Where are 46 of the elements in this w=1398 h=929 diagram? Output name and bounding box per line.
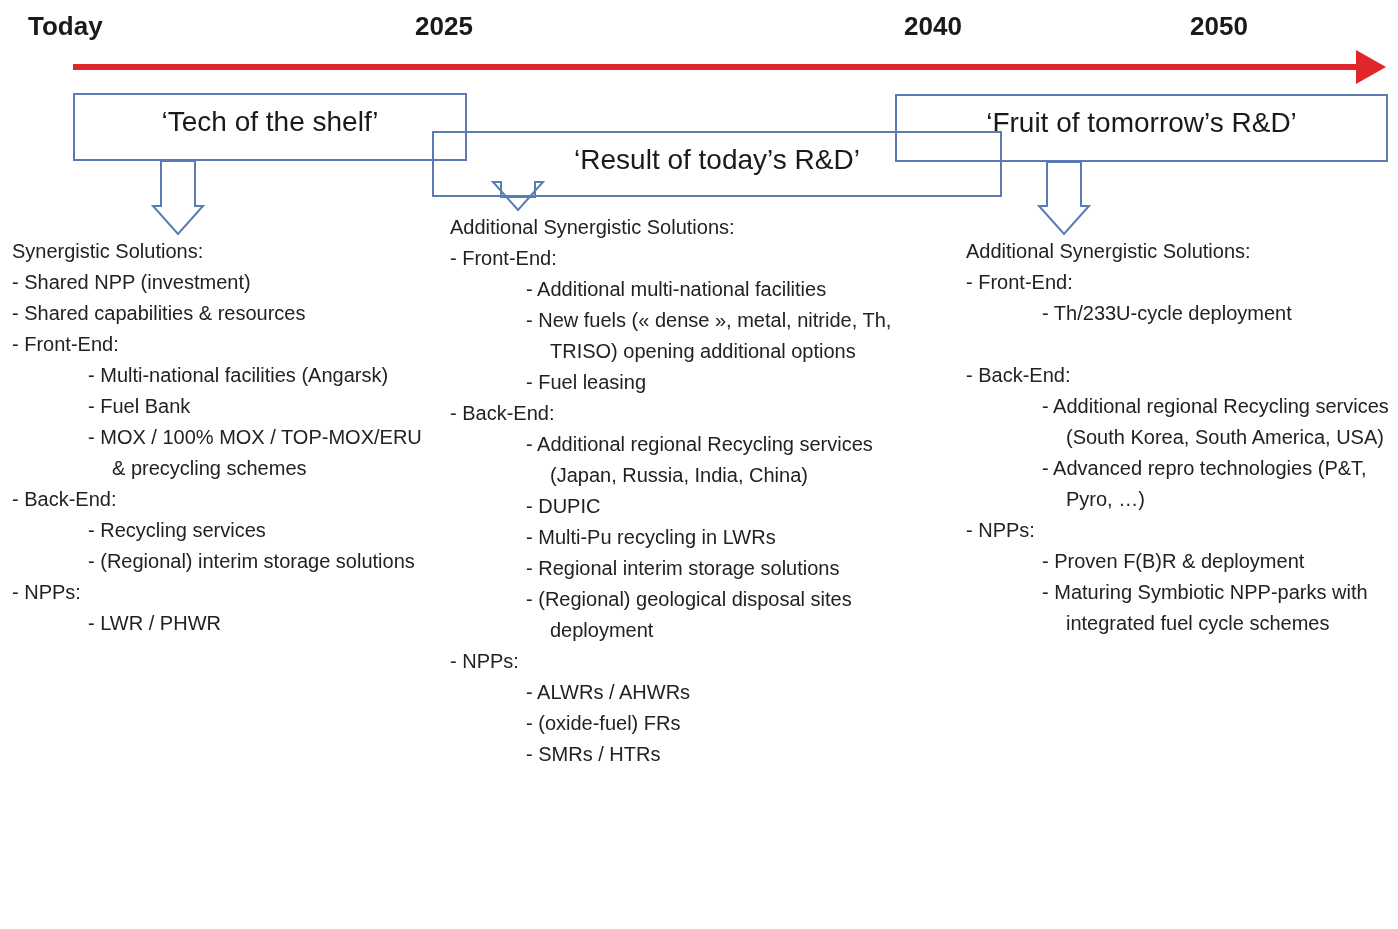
- list-item: - Fuel leasing: [525, 370, 648, 395]
- list-item: - Multi-national facilities (Angarsk): [87, 363, 390, 388]
- list-item: - Back-End:: [12, 487, 118, 512]
- list-item: - Front-End:: [966, 270, 1074, 295]
- list-item: - Front-End:: [12, 332, 120, 357]
- list-item: - DUPIC: [525, 494, 602, 519]
- list-item: - Additional multi-national facilities: [525, 277, 828, 302]
- block-arrow: [1036, 161, 1092, 236]
- list-item: - NPPs:: [450, 649, 520, 674]
- list-heading: Additional Synergistic Solutions:: [966, 239, 1252, 264]
- list-heading: Additional Synergistic Solutions:: [450, 215, 736, 240]
- list-item: - Advanced repro technologies (P&T, Pyro, …): [1041, 456, 1368, 512]
- list-item: - Recycling services: [87, 518, 267, 543]
- list-item: - Shared capabilities & resources: [12, 301, 307, 326]
- year-label: Today: [28, 10, 103, 42]
- list-item: - (Regional) geological disposal sites deployment: [525, 587, 853, 643]
- list-item: - Multi-Pu recycling in LWRs: [525, 525, 777, 550]
- list-item: - NPPs:: [12, 580, 82, 605]
- list-item: - Back-End:: [966, 363, 1072, 388]
- list-item: - Additional regional Recycling services (South Korea, South America, USA): [1041, 394, 1390, 450]
- list-item: - Shared NPP (investment): [12, 270, 252, 295]
- block-arrow: [490, 181, 546, 212]
- list-item: - Maturing Symbiotic NPP-parks with integrated fuel cycle schemes: [1041, 580, 1369, 636]
- list-item: - (oxide-fuel) FRs: [525, 711, 682, 736]
- list-item: - Th/233U-cycle deployment: [1041, 301, 1293, 326]
- period-box: [432, 131, 1002, 197]
- year-label: 2050: [1190, 10, 1248, 42]
- list-item: - New fuels (« dense », metal, nitride, Th, TRISO) opening additional options: [525, 308, 893, 364]
- period-box: [895, 94, 1388, 162]
- list-item: - Additional regional Recycling services (Japan, Russia, India, China): [525, 432, 874, 488]
- list-item: - (Regional) interim storage solutions: [87, 549, 416, 574]
- list-item: - Fuel Bank: [87, 394, 192, 419]
- year-label: 2025: [415, 10, 473, 42]
- period-box: [73, 93, 467, 161]
- list-item: - Proven F(B)R & deployment: [1041, 549, 1306, 574]
- list-item: - ALWRs / AHWRs: [525, 680, 692, 705]
- list-heading: Synergistic Solutions:: [12, 239, 205, 264]
- list-item: - LWR / PHWR: [87, 611, 222, 636]
- year-label: 2040: [904, 10, 962, 42]
- list-item: - MOX / 100% MOX / TOP-MOX/ERU & precycling schemes: [87, 425, 423, 481]
- block-arrow: [150, 160, 206, 236]
- list-item: - SMRs / HTRs: [525, 742, 662, 767]
- list-item: - Front-End:: [450, 246, 558, 271]
- list-item: - Regional interim storage solutions: [525, 556, 841, 581]
- list-item: - Back-End:: [450, 401, 556, 426]
- list-item: - NPPs:: [966, 518, 1036, 543]
